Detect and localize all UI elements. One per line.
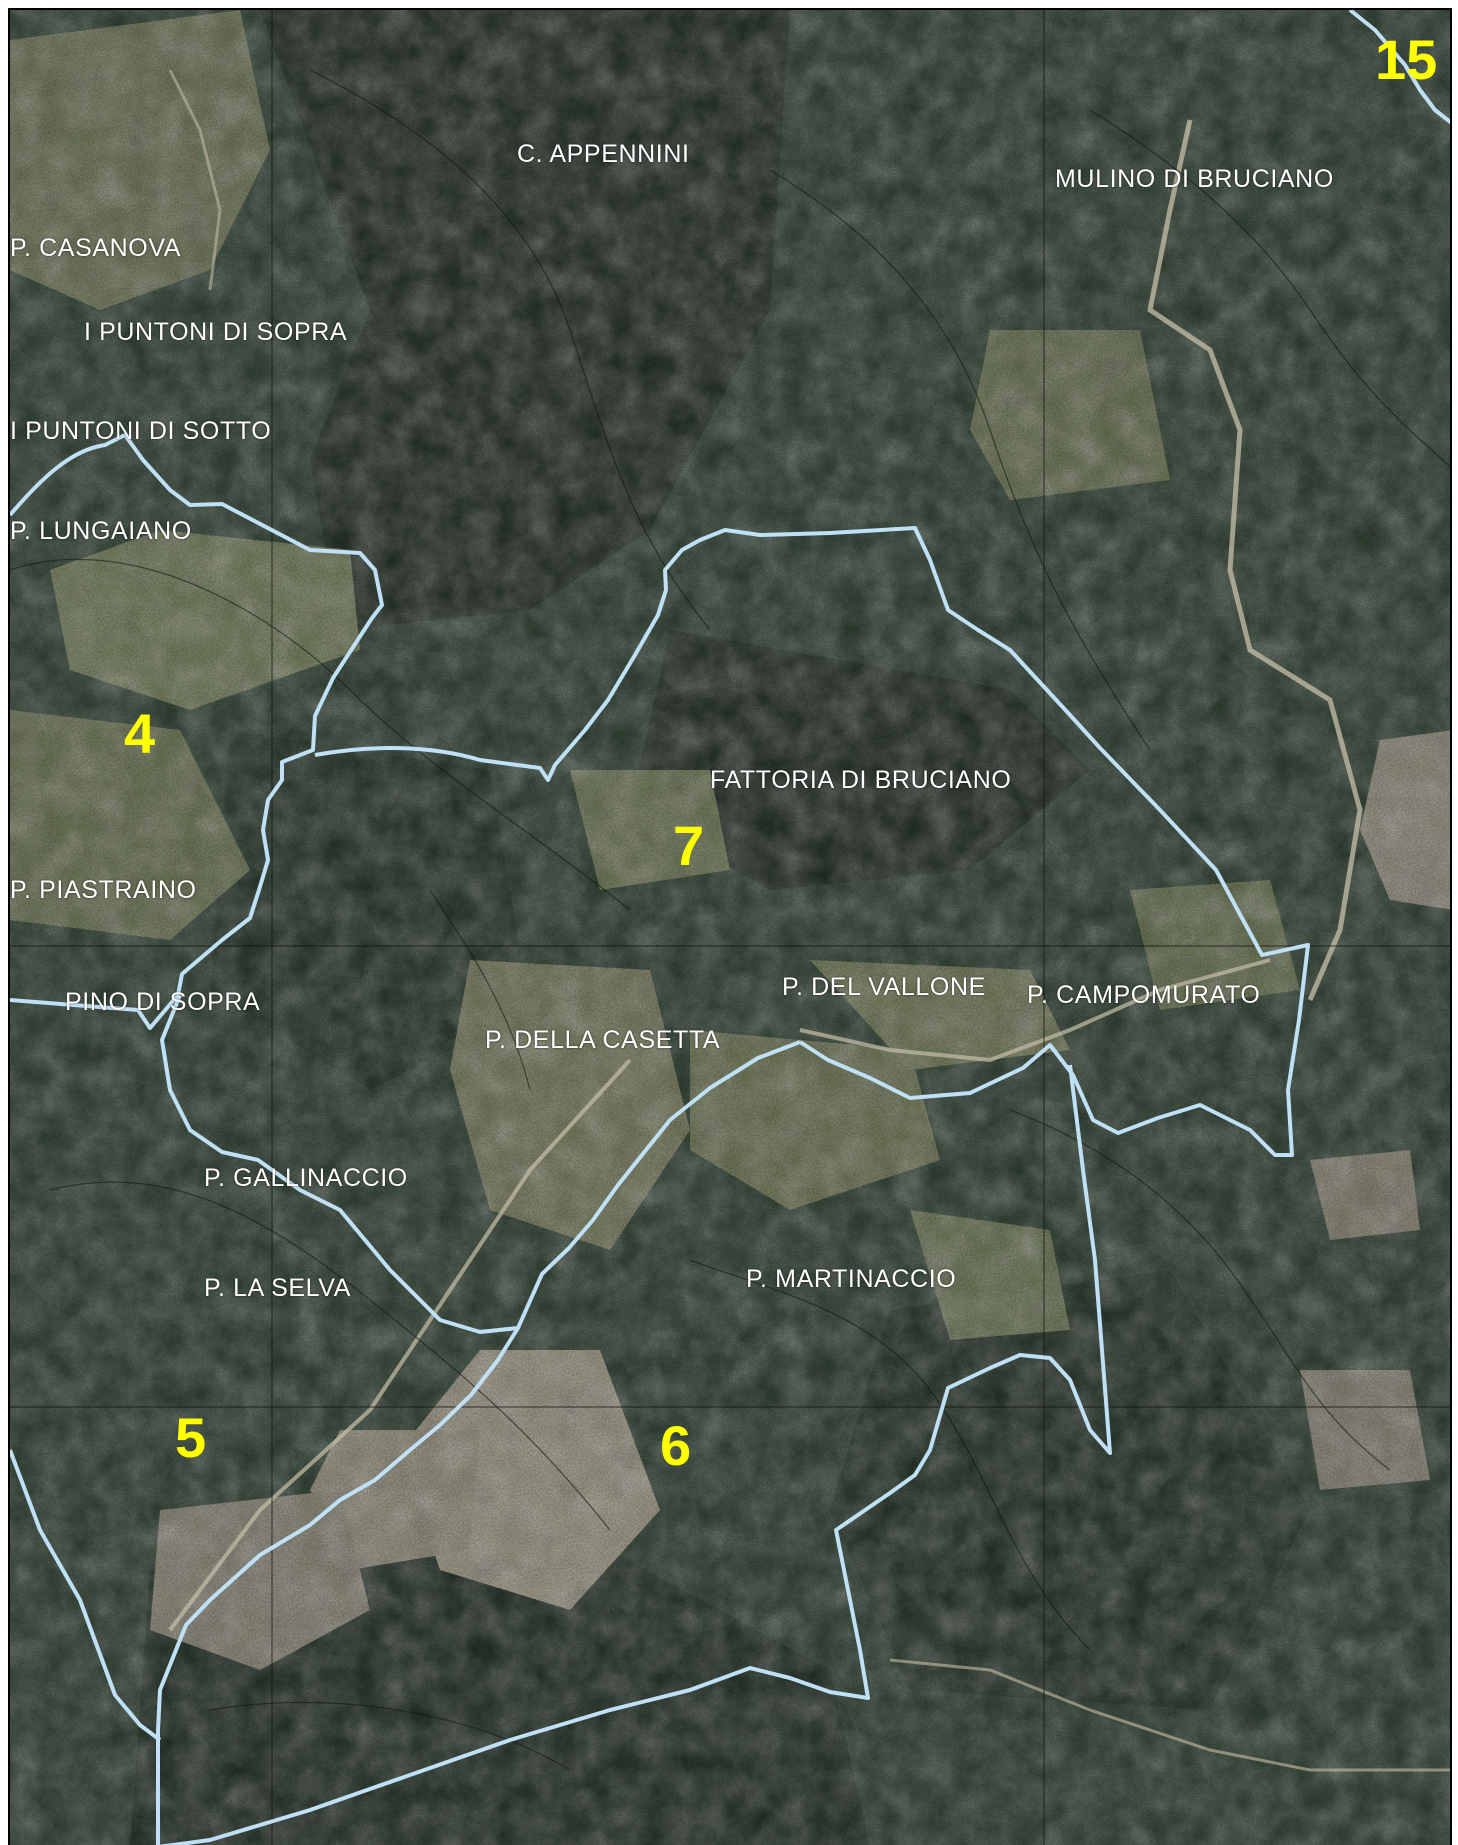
zone-label-5: 5	[175, 1406, 207, 1469]
place-label-i-puntoni-di-sotto: I PUNTONI DI SOTTO	[10, 417, 272, 445]
place-label-p-lungaiano: P. LUNGAIANO	[10, 517, 192, 545]
road	[799, 958, 1271, 1063]
place-label-pino-di-sopra: PINO DI SOPRA	[65, 988, 261, 1016]
zone-boundaries	[10, 10, 1450, 1845]
place-label-c-appennini: C. APPENNINI	[517, 140, 690, 168]
place-label-p-la-selva: P. LA SELVA	[204, 1274, 351, 1302]
zone-label-4: 4	[124, 702, 156, 765]
road	[168, 1058, 632, 1632]
road	[889, 1658, 1450, 1772]
place-label-p-gallinaccio: P. GALLINACCIO	[204, 1164, 408, 1192]
boundary-zone-7	[314, 526, 1310, 1157]
place-label-p-martinaccio: P. MARTINACCIO	[746, 1265, 957, 1293]
road	[1147, 119, 1363, 1001]
place-label-mulino-di-bruciano: MULINO DI BRUCIANO	[1055, 165, 1334, 193]
boundary-zone-15	[1348, 10, 1450, 125]
zone-label-6: 6	[660, 1414, 692, 1477]
map-frame: C. APPENNINI MULINO DI BRUCIANO P. CASAN…	[8, 8, 1452, 1845]
boundary-zone-6-east	[157, 1064, 1112, 1845]
place-label-p-della-casetta: P. DELLA CASETTA	[485, 1026, 721, 1054]
place-label-p-casanova: P. CASANOVA	[10, 234, 182, 262]
place-label-i-puntoni-di-sopra: I PUNTONI DI SOPRA	[84, 318, 348, 346]
zone-label-7: 7	[673, 814, 705, 877]
place-label-p-piastraino: P. PIASTRAINO	[10, 876, 197, 904]
place-label-p-campomurato: P. CAMPOMURATO	[1027, 981, 1261, 1009]
contour-lines	[10, 69, 1450, 1771]
boundary-zone-6	[156, 1040, 801, 1845]
boundary-zone-5	[10, 994, 519, 1742]
road	[168, 69, 222, 291]
zone-label-15: 15	[1375, 28, 1438, 91]
canopy-texture	[10, 10, 1450, 1845]
aerial-imagery	[10, 10, 1450, 1845]
map-grid	[10, 10, 1450, 1845]
place-label-fattoria-di-bruciano: FATTORIA DI BRUCIANO	[710, 766, 1012, 794]
boundary-zone-4	[10, 433, 384, 1030]
place-label-p-del-vallone: P. DEL VALLONE	[782, 973, 986, 1001]
